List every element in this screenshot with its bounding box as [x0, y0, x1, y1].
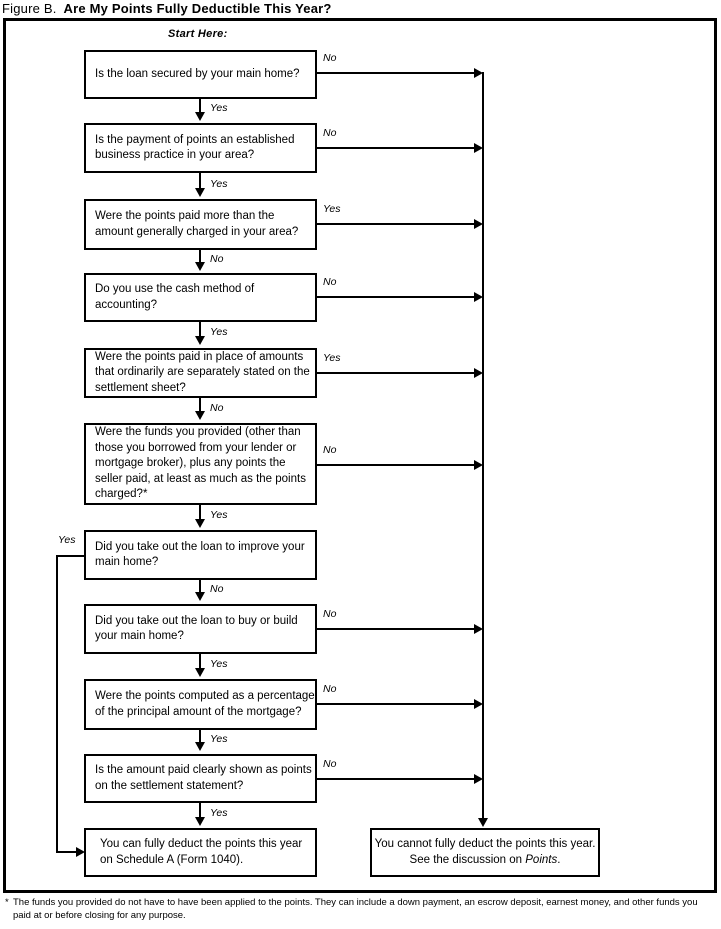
edge-q8-no-line	[317, 628, 476, 630]
node-label: Is the amount paid clearly shown as poin…	[95, 764, 312, 792]
edge-q1-yes-line	[199, 99, 201, 114]
edge-label-q8-no: No	[323, 608, 337, 620]
edge-label-q4-yes: Yes	[210, 326, 228, 338]
start-here-label: Start Here:	[168, 28, 228, 40]
edge-label-q4-no: No	[323, 276, 337, 288]
edge-q7-no-arrow	[194, 592, 205, 601]
edge-q9-no-line	[317, 703, 476, 705]
edge-label-q6-no: No	[323, 444, 337, 456]
edge-label-q8-yes: Yes	[210, 658, 228, 670]
yes-bypass-horizontal-top	[56, 555, 86, 557]
footnote-marker: *	[5, 897, 9, 908]
decision-node-cash-method[interactable]: Do you use the cash method of accounting…	[84, 273, 317, 322]
node-label: Did you take out the loan to buy or buil…	[95, 614, 298, 643]
edge-q6-yes-arrow	[194, 519, 205, 528]
figure-title: Figure B. Are My Points Fully Deductible …	[2, 0, 718, 17]
edge-q5-yes-line	[317, 372, 476, 374]
edge-q3-no-line	[199, 250, 201, 264]
edge-label-q1-yes: Yes	[210, 102, 228, 114]
edge-q10-no-line	[317, 778, 476, 780]
decision-node-loan-secured[interactable]: Is the loan secured by your main home?	[84, 50, 317, 99]
edge-q6-no-arrow	[474, 459, 483, 470]
no-rail-vertical-line	[482, 72, 484, 821]
edge-q2-yes-line	[199, 173, 201, 189]
edge-q3-yes-arrow	[474, 218, 483, 229]
node-label: Is the payment of points an established …	[95, 133, 295, 162]
edge-label-q7-yes: Yes	[58, 534, 76, 546]
node-label: You cannot fully deduct the points this …	[372, 837, 598, 868]
node-label: Do you use the cash method of accounting…	[95, 283, 255, 311]
edge-q5-no-arrow	[194, 411, 205, 420]
edge-label-q7-no: No	[210, 583, 224, 595]
node-label: Were the points paid more than the amoun…	[95, 210, 299, 238]
node-label: You can fully deduct the points this yea…	[100, 838, 303, 866]
node-label: Were the points paid in place of amounts…	[95, 350, 310, 394]
outcome-text-italic: Points	[525, 853, 558, 866]
decision-node-clearly-shown[interactable]: Is the amount paid clearly shown as poin…	[84, 754, 317, 803]
edge-label-q2-no: No	[323, 127, 337, 139]
yes-bypass-vertical-line	[56, 555, 58, 853]
terminal-node-fully-deductible[interactable]: You can fully deduct the points this yea…	[84, 828, 317, 877]
figure-label: Figure B.	[2, 1, 57, 16]
edge-q10-yes-arrow	[194, 817, 205, 826]
edge-q6-no-line	[317, 464, 476, 466]
edge-label-q9-yes: Yes	[210, 733, 228, 745]
outcome-text-part2: .	[557, 853, 561, 866]
edge-label-q3-no: No	[210, 253, 224, 265]
edge-q4-yes-arrow	[194, 336, 205, 345]
edge-q4-no-arrow	[474, 291, 483, 302]
edge-q7-no-line	[199, 580, 201, 594]
figure-border	[3, 18, 717, 893]
edge-q2-no-arrow	[474, 142, 483, 153]
edge-q1-yes-arrow	[194, 112, 205, 121]
edge-q5-no-line	[199, 398, 201, 412]
footnote: * The funds you provided do not have to …	[5, 897, 717, 922]
no-rail-arrow-into-outcome	[477, 818, 488, 827]
edge-label-q5-yes: Yes	[323, 352, 341, 364]
node-label: Were the funds you provided (other than …	[95, 426, 306, 501]
edge-label-q2-yes: Yes	[210, 178, 228, 190]
edge-q8-yes-line	[199, 654, 201, 669]
edge-q6-yes-line	[199, 505, 201, 520]
node-label: Did you take out the loan to improve you…	[95, 540, 305, 569]
figure-title-text: Are My Points Fully Deductible This Year…	[63, 1, 332, 16]
edge-q4-yes-line	[199, 322, 201, 337]
decision-node-buy-or-build[interactable]: Did you take out the loan to buy or buil…	[84, 604, 317, 654]
decision-node-business-practice[interactable]: Is the payment of points an established …	[84, 123, 317, 173]
decision-node-in-place-of-amounts[interactable]: Were the points paid in place of amounts…	[84, 348, 317, 398]
node-label: Were the points computed as a percentage…	[95, 690, 315, 718]
edge-q5-yes-arrow	[474, 367, 483, 378]
yes-bypass-horizontal-bottom	[56, 851, 77, 853]
node-label: Is the loan secured by your main home?	[95, 67, 300, 80]
edge-q10-no-arrow	[474, 773, 483, 784]
edge-q1-no-arrow	[474, 67, 483, 78]
edge-q2-no-line	[317, 147, 476, 149]
edge-q9-yes-arrow	[194, 742, 205, 751]
edge-label-q3-yes: Yes	[323, 203, 341, 215]
decision-node-funds-provided[interactable]: Were the funds you provided (other than …	[84, 423, 317, 505]
edge-q4-no-line	[317, 296, 476, 298]
edge-label-q10-yes: Yes	[210, 807, 228, 819]
edge-q1-no-line	[317, 72, 476, 74]
edge-q3-yes-line	[317, 223, 476, 225]
edge-q3-no-arrow	[194, 262, 205, 271]
edge-label-q1-no: No	[323, 52, 337, 64]
edge-q2-yes-arrow	[194, 188, 205, 197]
edge-q8-no-arrow	[474, 623, 483, 634]
edge-q10-yes-line	[199, 803, 201, 818]
edge-label-q10-no: No	[323, 758, 337, 770]
edge-q8-yes-arrow	[194, 668, 205, 677]
yes-bypass-arrow-into-outcome	[76, 846, 85, 857]
footnote-text: The funds you provided do not have to ha…	[13, 897, 698, 921]
edge-label-q6-yes: Yes	[210, 509, 228, 521]
decision-node-points-paid-more[interactable]: Were the points paid more than the amoun…	[84, 199, 317, 250]
outcome-text-part1: You cannot fully deduct the points this …	[374, 838, 596, 866]
edge-label-q9-no: No	[323, 683, 337, 695]
terminal-node-not-fully-deductible[interactable]: You cannot fully deduct the points this …	[370, 828, 600, 877]
edge-q9-yes-line	[199, 730, 201, 744]
decision-node-percentage-of-principal[interactable]: Were the points computed as a percentage…	[84, 679, 317, 730]
edge-label-q5-no: No	[210, 402, 224, 414]
edge-q9-no-arrow	[474, 698, 483, 709]
decision-node-improve-main-home[interactable]: Did you take out the loan to improve you…	[84, 530, 317, 580]
